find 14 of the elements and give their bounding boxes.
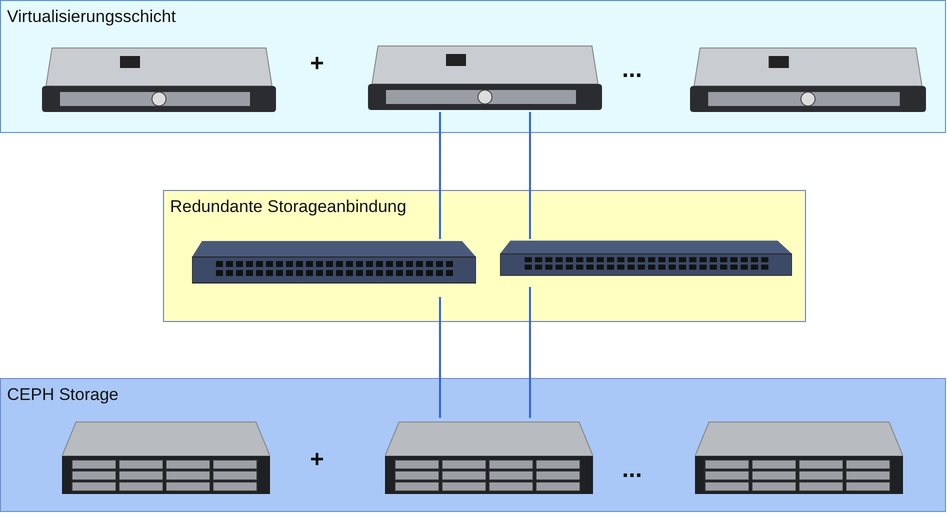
separator-sign: ... [622,56,642,84]
panel-title: Virtualisierungsschicht [7,7,176,27]
layer-panel [163,190,806,322]
panel-title: CEPH Storage [7,385,118,405]
connection-line [529,287,531,418]
panel-title: Redundante Storageanbindung [170,197,406,217]
connection-line [439,112,441,239]
separator-sign: + [310,50,324,78]
layer-panel [0,378,946,512]
separator-sign: ... [622,456,642,484]
layer-panel [0,0,946,133]
connection-line [529,112,531,239]
connection-line [439,297,441,418]
separator-sign: + [310,446,324,474]
